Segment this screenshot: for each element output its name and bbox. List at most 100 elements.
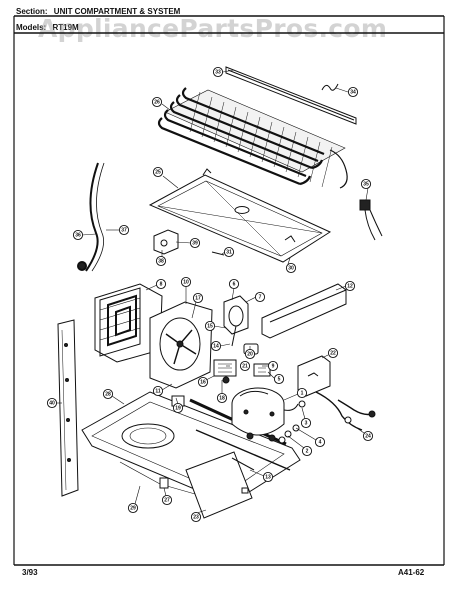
callout-6: 6	[228, 278, 240, 290]
callout-circle	[216, 392, 228, 404]
callout-number: 22	[330, 350, 336, 356]
callout-circle	[223, 246, 235, 258]
callout-circle	[161, 494, 173, 506]
callout-15: 15	[204, 320, 216, 332]
section-label: Section:	[16, 7, 48, 16]
callout-circle	[360, 178, 372, 190]
part-access-panel	[159, 451, 255, 519]
callout-40: 40	[46, 397, 58, 409]
callout-number: 36	[75, 232, 81, 238]
footer-code: A41-62	[398, 568, 425, 577]
callout-18: 18	[216, 392, 228, 404]
callout-number: 12	[347, 283, 353, 289]
callout-circle	[212, 66, 224, 78]
part-back-panel	[57, 319, 79, 497]
callout-number: 39	[192, 240, 198, 246]
callout-number: 24	[365, 433, 371, 439]
callout-16: 16	[197, 376, 209, 388]
callout-circle	[72, 229, 84, 241]
callout-4: 4	[314, 436, 326, 448]
callout-circle	[204, 320, 216, 332]
callout-circle	[127, 502, 139, 514]
callout-8: 8	[155, 278, 167, 290]
callout-number: 2	[306, 448, 309, 454]
callout-number: 11	[155, 388, 161, 394]
callout-circle	[46, 397, 58, 409]
callout-circle	[347, 86, 359, 98]
callout-circle	[102, 388, 114, 400]
part-overload-box	[297, 355, 376, 431]
frame-lines	[13, 15, 445, 566]
part-fan-bracket	[149, 301, 213, 389]
callout-number: 20	[247, 351, 253, 357]
part-small-bracket	[153, 229, 225, 256]
callout-number: 5	[278, 376, 281, 382]
part-top-rod	[225, 66, 357, 125]
watermark-text: AppliancePartsPros.com	[38, 14, 388, 43]
callout-circle	[152, 166, 164, 178]
callout-number: 23	[193, 514, 199, 520]
callout-12: 12	[344, 280, 356, 292]
callout-28: 28	[102, 388, 114, 400]
callout-circle	[273, 373, 285, 385]
callout-25: 25	[152, 166, 164, 178]
callout-circle	[118, 224, 130, 236]
callout-circle	[189, 237, 201, 249]
callout-34: 34	[347, 86, 359, 98]
callout-11: 11	[152, 385, 164, 397]
callout-22: 22	[327, 347, 339, 359]
callout-37: 37	[118, 224, 130, 236]
callout-31: 31	[223, 246, 235, 258]
callout-circle	[192, 292, 204, 304]
part-grommets	[278, 400, 306, 444]
callout-circle	[285, 262, 297, 274]
callout-number: 14	[213, 343, 219, 349]
callout-number: 37	[121, 227, 127, 233]
callout-number: 16	[200, 379, 206, 385]
callout-39: 39	[189, 237, 201, 249]
callout-number: 33	[215, 69, 221, 75]
callout-circle	[190, 511, 202, 523]
callout-circle	[344, 280, 356, 292]
leader-lines	[56, 69, 369, 514]
callout-circle	[296, 387, 308, 399]
callout-number: 8	[160, 281, 163, 287]
callout-number: 25	[155, 169, 161, 175]
callout-24: 24	[362, 430, 374, 442]
callout-3: 3	[300, 417, 312, 429]
callout-10: 10	[180, 276, 192, 288]
callout-27: 27	[161, 494, 173, 506]
callout-number: 18	[219, 395, 225, 401]
part-fan-motor	[223, 295, 249, 347]
callout-20: 20	[244, 348, 256, 360]
section-value: UNIT COMPARTMENT & SYSTEM	[53, 7, 181, 16]
callout-circle	[151, 96, 163, 108]
callout-33: 33	[212, 66, 224, 78]
callout-circle	[267, 360, 279, 372]
models-heading: Models: RT19M	[16, 24, 79, 32]
callout-number: 9	[272, 363, 275, 369]
callout-number: 27	[164, 497, 170, 503]
callout-2: 2	[301, 445, 313, 457]
callout-number: 7	[259, 294, 262, 300]
callout-number: 4	[319, 439, 322, 445]
callout-17: 17	[192, 292, 204, 304]
callout-circle	[155, 278, 167, 290]
callout-36: 36	[72, 229, 84, 241]
callout-14: 14	[210, 340, 222, 352]
callout-13: 13	[262, 471, 274, 483]
callout-number: 38	[158, 258, 164, 264]
callout-1: 1	[296, 387, 308, 399]
callout-circle	[172, 402, 184, 414]
models-label: Models:	[16, 23, 47, 32]
section-heading: Section: UNIT COMPARTMENT & SYSTEM	[16, 8, 180, 16]
callout-number: 6	[233, 281, 236, 287]
callout-number: 1	[301, 390, 304, 396]
callout-circle	[327, 347, 339, 359]
callout-number: 30	[288, 265, 294, 271]
callout-number: 15	[207, 323, 213, 329]
callout-circle	[239, 360, 251, 372]
callout-9: 9	[267, 360, 279, 372]
callout-19: 19	[172, 402, 184, 414]
callout-7: 7	[254, 291, 266, 303]
